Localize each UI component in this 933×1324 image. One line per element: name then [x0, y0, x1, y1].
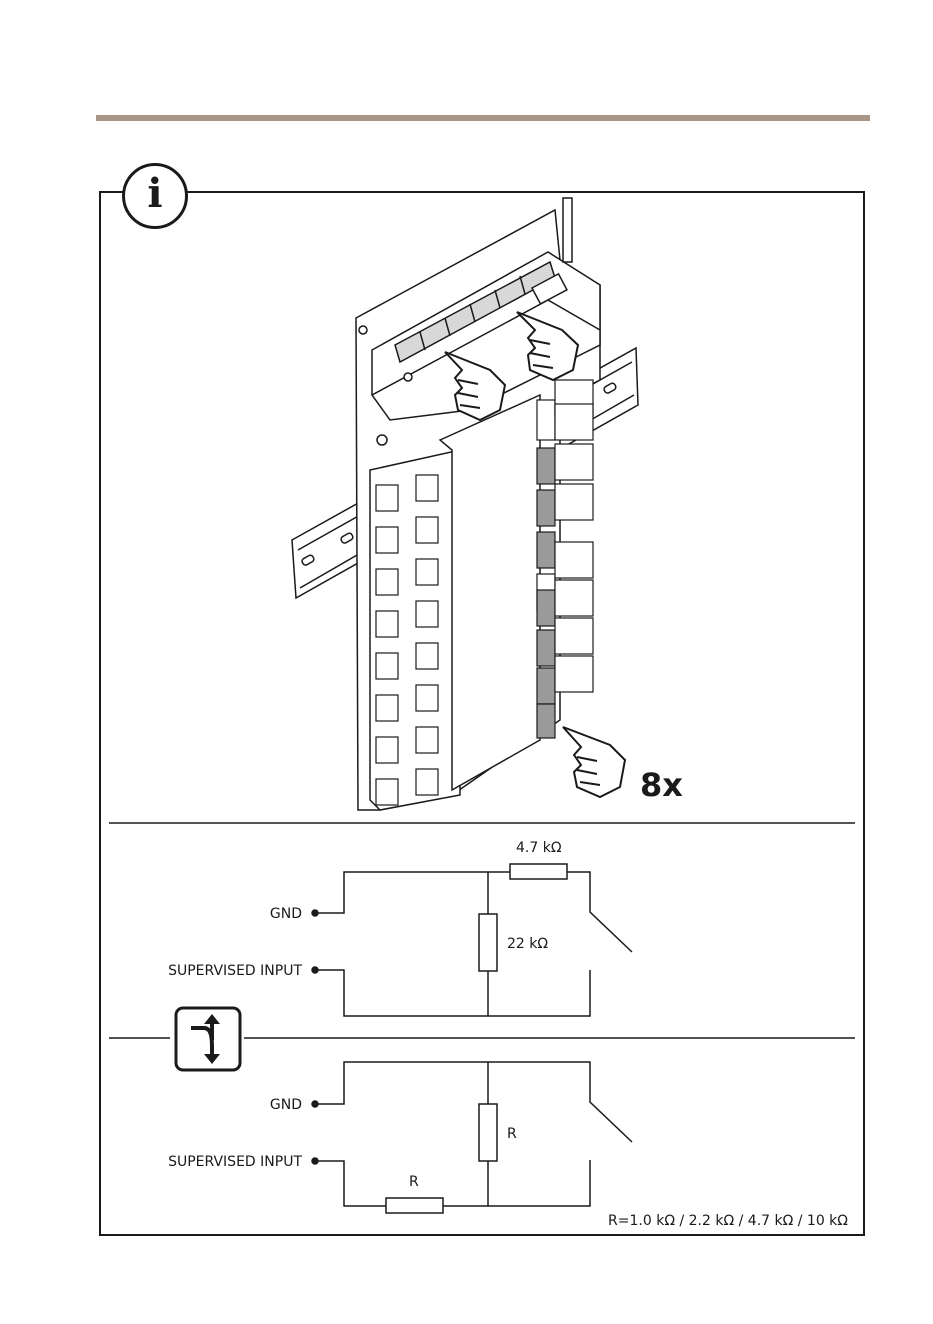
split-arrow-icon [176, 1008, 240, 1070]
resistor-r-label: R [507, 1126, 517, 1142]
supervised-input-connectors [537, 380, 593, 738]
resistor-top-label: 4.7 kΩ [516, 840, 562, 856]
resistor-r-label: R [409, 1174, 419, 1190]
resistor-4k7 [510, 864, 567, 879]
resistor-r-parallel [479, 1104, 497, 1161]
resistor-22k [479, 914, 497, 971]
pointing-hand-icon [563, 727, 625, 797]
circuit-1 [312, 864, 632, 1016]
count-label: 8x [640, 766, 683, 804]
gnd-label: GND [270, 1097, 302, 1113]
resistor-mid-label: 22 kΩ [507, 936, 548, 952]
gnd-label: GND [270, 906, 302, 922]
resistor-values-note: R=1.0 kΩ / 2.2 kΩ / 4.7 kΩ / 10 kΩ [608, 1213, 848, 1229]
resistor-r-series [386, 1198, 443, 1213]
circuit-2 [312, 1062, 632, 1213]
supervised-input-label: SUPERVISED INPUT [168, 1154, 302, 1170]
supervised-input-label: SUPERVISED INPUT [168, 963, 302, 979]
